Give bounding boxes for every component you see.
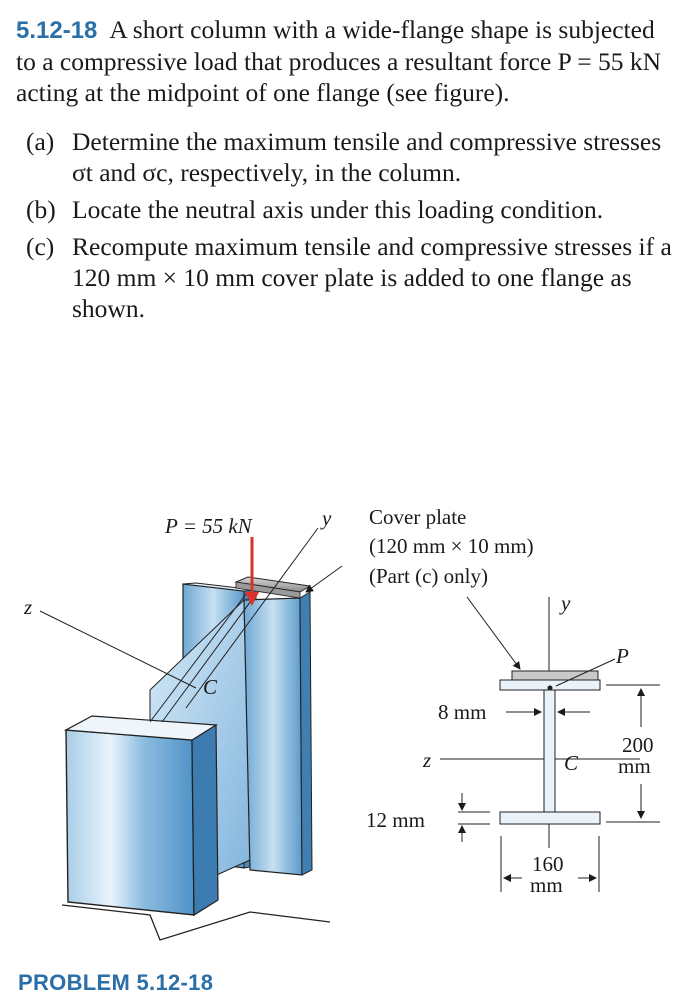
parts-list: (a) Determine the maximum tensile and com… [16, 126, 676, 324]
cross-section [440, 596, 660, 892]
width-unit: mm [530, 873, 563, 897]
web-dim-label: 8 mm [438, 700, 486, 724]
centroid-label: C [203, 675, 218, 699]
problem-label: PROBLEM 5.12-18 [18, 970, 214, 995]
part-text: Recompute maximum tensile and compressiv… [72, 232, 672, 323]
section-y-label: y [559, 591, 571, 615]
part-text: Determine the maximum tensile and compre… [72, 127, 662, 187]
axis-y-label: y [320, 506, 332, 530]
cover-plate-line1: Cover plate [369, 505, 466, 529]
column-3d [39, 527, 343, 941]
height-value: 200 [622, 733, 654, 757]
part-tag: (b) [26, 195, 56, 224]
section-z-label: z [422, 748, 431, 772]
cover-plate-line2: (120 mm × 10 mm) [369, 534, 534, 558]
height-unit: mm [618, 754, 651, 778]
load-label: P = 55 kN [164, 514, 253, 538]
part-text: Locate the neutral axis under this loadi… [72, 195, 604, 224]
section-p-label: P [615, 644, 629, 668]
flange-dim-label: 12 mm [366, 808, 425, 832]
part-c: (c) Recompute maximum tensile and compres… [16, 231, 676, 324]
part-tag: (c) [26, 232, 55, 261]
part-a: (a) Determine the maximum tensile and com… [16, 126, 676, 188]
width-value: 160 [532, 852, 564, 876]
statement-text: A short column with a wide-flange shape … [16, 15, 662, 107]
problem-number: 5.12-18 [16, 17, 98, 44]
part-b: (b) Locate the neutral axis under this lo… [16, 194, 676, 225]
part-tag: (a) [26, 127, 55, 156]
figure: P = 55 kN y z C Cover plate (120 mm × 10… [23, 505, 660, 941]
axis-z-label: z [23, 595, 32, 619]
section-c-label: C [564, 751, 579, 775]
cover-plate-line3: (Part (c) only) [369, 564, 488, 588]
